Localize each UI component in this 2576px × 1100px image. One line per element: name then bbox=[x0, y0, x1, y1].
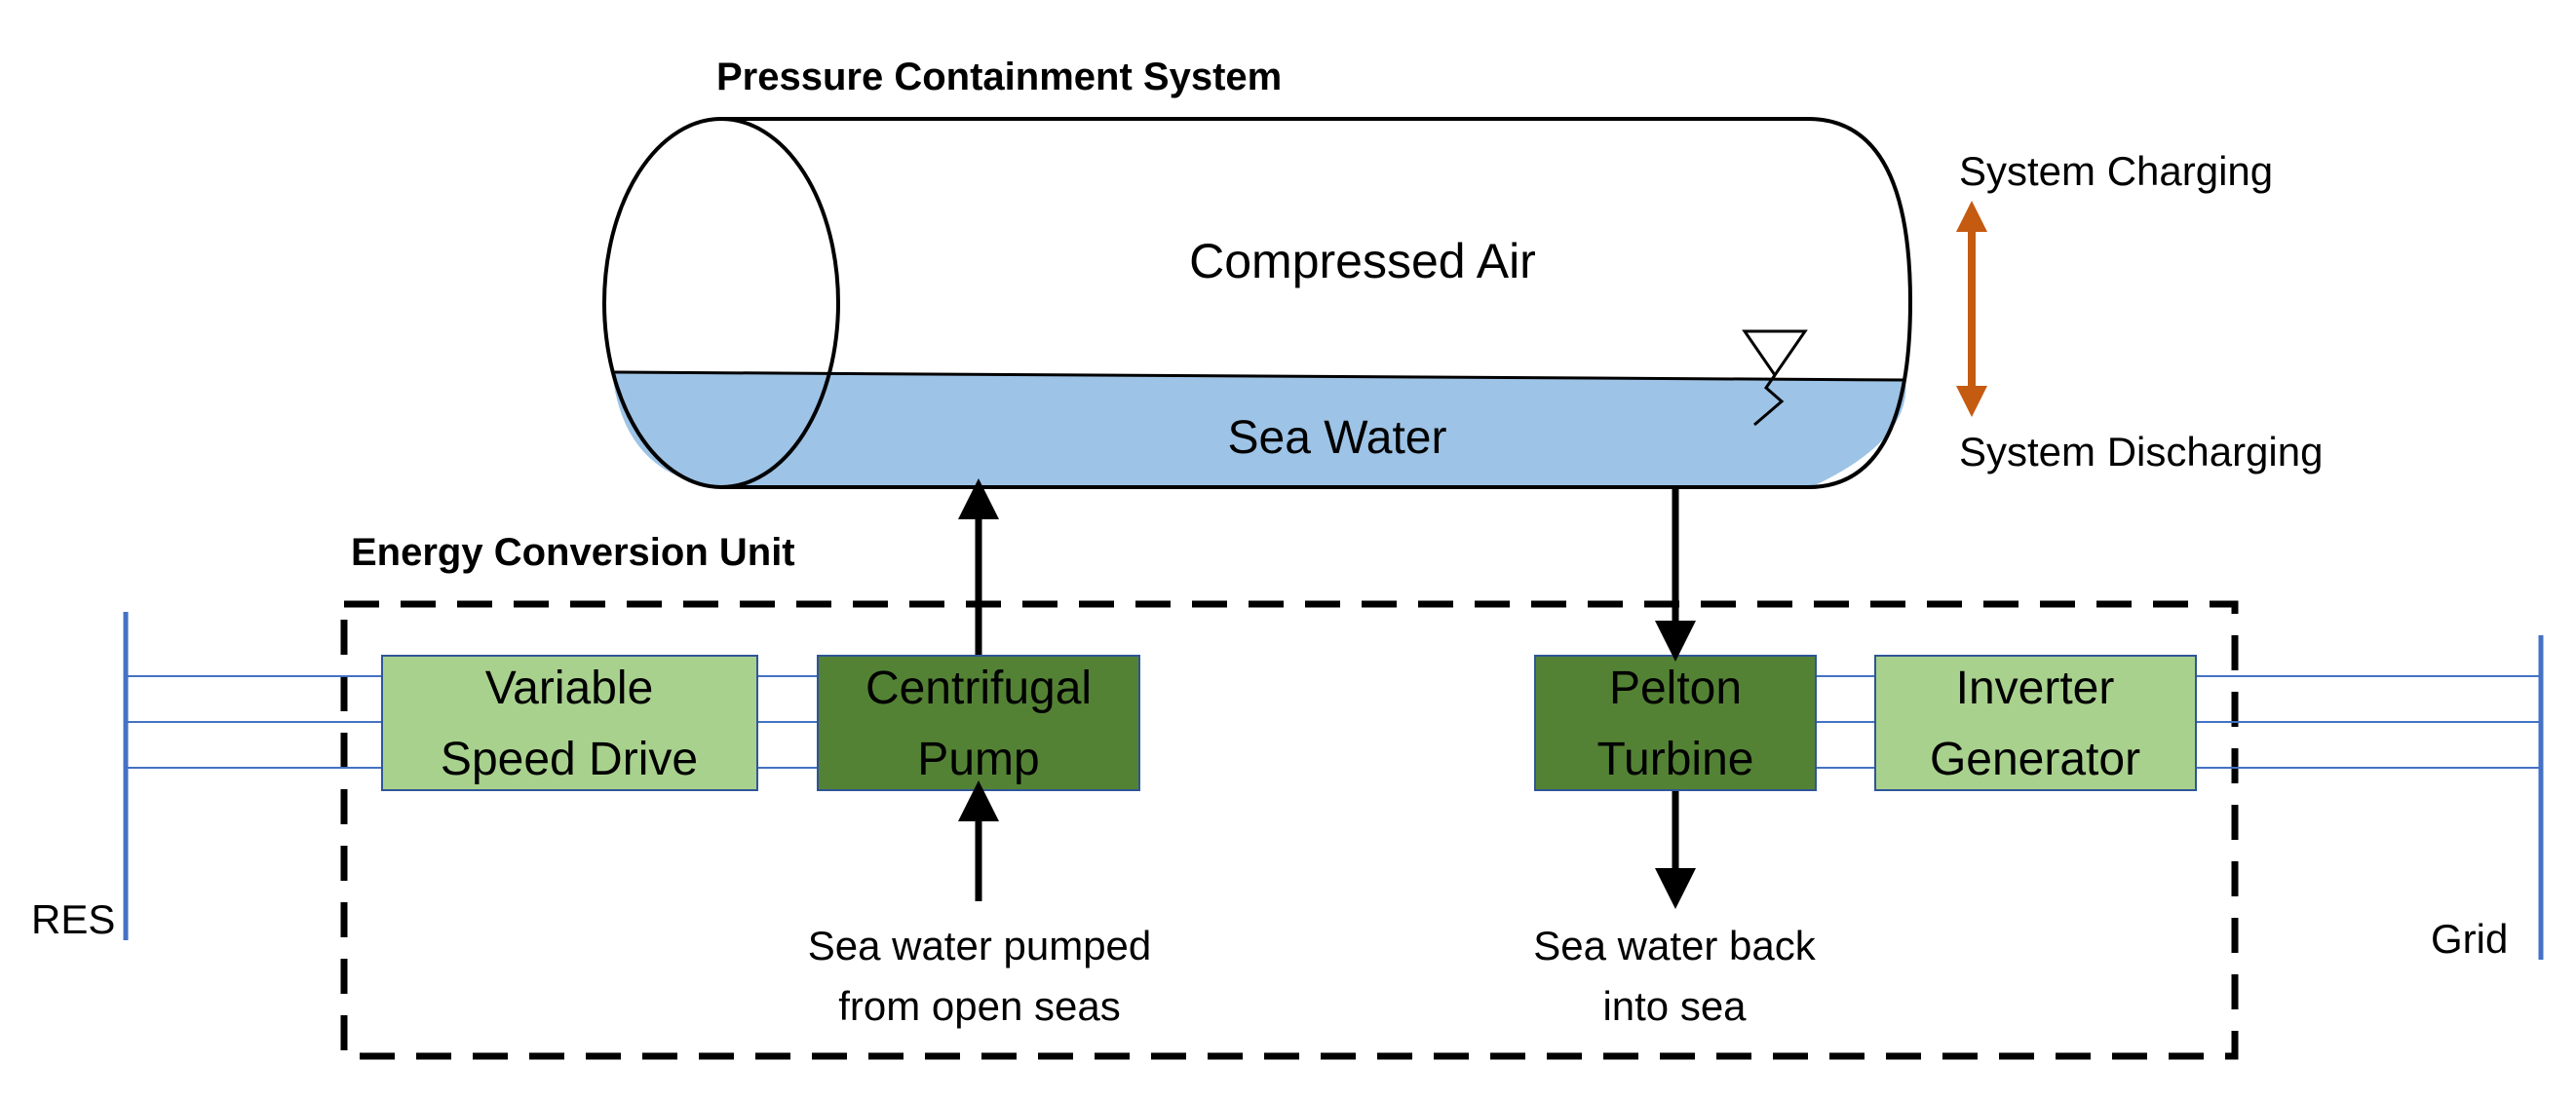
pump-label-line2: Pump bbox=[917, 734, 1039, 785]
system-discharging-label: System Discharging bbox=[1959, 429, 2323, 474]
inverter-label-line2: Generator bbox=[1930, 734, 2140, 785]
grid-label: Grid bbox=[2431, 916, 2508, 962]
variable-speed-drive-box: Variable Speed Drive bbox=[381, 655, 758, 791]
system-charging-label: System Charging bbox=[1959, 148, 2273, 194]
outflow-label-line2: into sea bbox=[1602, 983, 1747, 1029]
pressure-system-title: Pressure Containment System bbox=[716, 56, 1282, 98]
sea-water-fill bbox=[612, 372, 1906, 487]
centrifugal-pump-box: Centrifugal Pump bbox=[817, 655, 1140, 791]
outflow-label-line1: Sea water back bbox=[1533, 923, 1816, 968]
res-label: RES bbox=[31, 896, 115, 942]
vsd-to-pump-lines bbox=[757, 675, 818, 769]
vsd-label-line2: Speed Drive bbox=[441, 734, 698, 785]
inverter-label-line1: Inverter bbox=[1956, 663, 2115, 714]
turbine-label-line1: Pelton bbox=[1609, 663, 1742, 714]
pressure-tank bbox=[602, 117, 1913, 489]
turbine-label-line2: Turbine bbox=[1597, 734, 1754, 785]
water-level-tail bbox=[1753, 374, 1785, 427]
tank-body-outline bbox=[721, 117, 1913, 489]
tank-end-cap bbox=[602, 117, 840, 489]
pump-label-line1: Centrifugal bbox=[865, 663, 1092, 714]
turbine-to-inverter-lines bbox=[1816, 675, 1875, 769]
intake-label-line1: Sea water pumped bbox=[808, 923, 1152, 968]
sea-water-label: Sea Water bbox=[1228, 412, 1447, 464]
energy-unit-boundary bbox=[340, 600, 2239, 1060]
intake-label-line2: from open seas bbox=[838, 983, 1121, 1029]
inverter-to-grid-lines bbox=[2196, 675, 2541, 769]
res-to-vsd-lines bbox=[126, 675, 382, 769]
pelton-turbine-box: Pelton Turbine bbox=[1534, 655, 1817, 791]
water-level-symbol bbox=[1742, 329, 1808, 378]
vsd-label-line1: Variable bbox=[485, 663, 654, 714]
inverter-generator-box: Inverter Generator bbox=[1874, 655, 2197, 791]
compressed-air-label: Compressed Air bbox=[1189, 234, 1536, 288]
energy-unit-title: Energy Conversion Unit bbox=[351, 531, 795, 574]
